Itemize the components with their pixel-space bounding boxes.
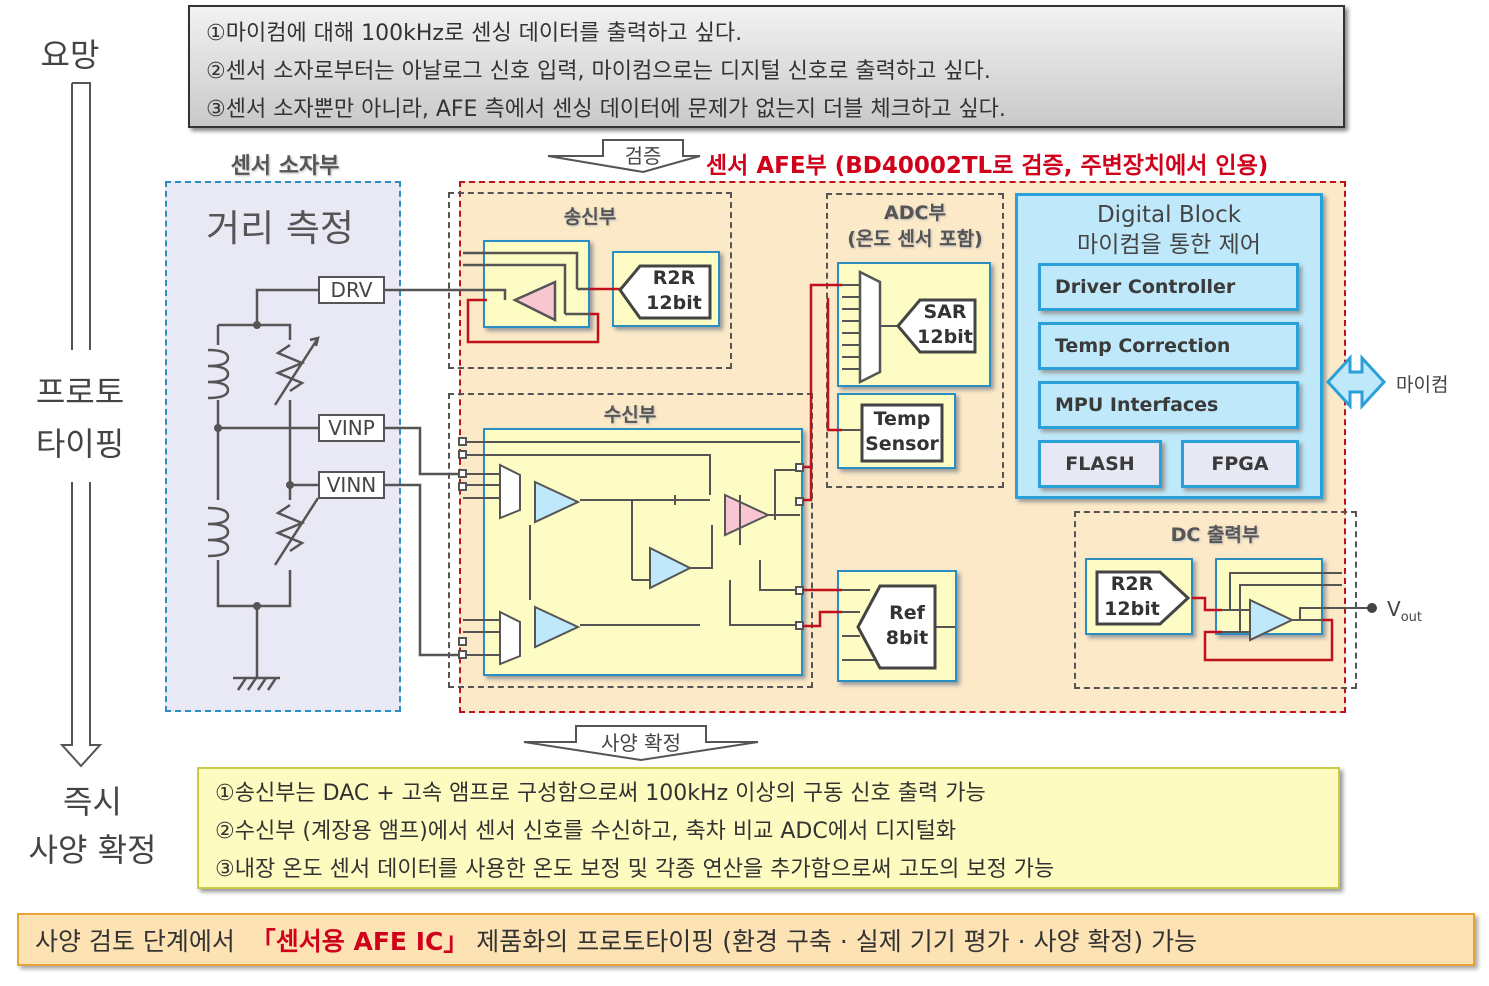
vout-sub: out bbox=[1400, 610, 1422, 625]
verify-arrow bbox=[547, 139, 701, 174]
adc-title: ADC부 (온도 센서 포함) bbox=[826, 200, 1004, 252]
temp-line-2: Sensor bbox=[865, 433, 939, 455]
driver-controller-block: Driver Controller bbox=[1038, 263, 1299, 311]
adc-title-line-2: (온도 센서 포함) bbox=[847, 228, 983, 250]
dc-dac-label: R2R 12bit bbox=[1100, 572, 1164, 622]
vinp-pin: VINP bbox=[318, 414, 385, 442]
requirement-1: ①마이컴에 대해 100kHz로 센싱 데이터를 출력하고 싶다. bbox=[206, 21, 743, 46]
vout-terminal bbox=[1367, 603, 1377, 613]
rx-section bbox=[448, 393, 813, 688]
rx-pins bbox=[458, 437, 804, 659]
dc-dac-line-2: 12bit bbox=[1104, 598, 1160, 620]
tx-dac-label: R2R 12bit bbox=[640, 266, 708, 316]
rx-title: 수신부 bbox=[603, 404, 657, 426]
fpga-block: FPGA bbox=[1181, 440, 1299, 488]
result-2: ②수신부 (계장용 앰프)에서 센서 신호를 수신하고, 축차 비교 ADC에서… bbox=[215, 819, 957, 844]
prototyping-line-1: 프로토 bbox=[35, 373, 125, 411]
sensor-box bbox=[165, 181, 401, 712]
requirement-2: ②센서 소자로부터는 아날로그 신호 입력, 마이컴으로는 디지털 신호로 출력… bbox=[206, 59, 991, 84]
dc-circuit bbox=[1095, 570, 1372, 642]
tx-circuit bbox=[463, 251, 712, 344]
dc-output-title: DC 출력부 bbox=[1170, 524, 1260, 546]
conclusion-box: 사양 검토 단계에서 「센서용 AFE IC」 제품화의 프로토타이핑 (환경 … bbox=[17, 913, 1475, 966]
spec-line-1: 즉시 bbox=[63, 783, 122, 821]
tx-title: 송신부 bbox=[563, 206, 617, 228]
prototyping-line-2: 타이핑 bbox=[35, 425, 125, 463]
request-label: 요망 bbox=[40, 36, 100, 74]
sensor-section-title: 센서 소자부 bbox=[230, 154, 340, 179]
signal-wires bbox=[803, 283, 1334, 662]
flow-arrow bbox=[59, 82, 103, 768]
digital-title-line-2: 마이컴을 통한 제어 bbox=[1077, 232, 1261, 258]
verify-label: 검증 bbox=[624, 144, 662, 168]
conclusion-highlight: 「센서용 AFE IC」 bbox=[250, 926, 469, 956]
result-1: ①송신부는 DAC + 고속 앰프로 구성함으로써 100kHz 이상의 구동 … bbox=[215, 781, 986, 806]
dc-dac-line-1: R2R bbox=[1110, 573, 1154, 595]
flash-block: FLASH bbox=[1038, 440, 1162, 488]
junction-dots bbox=[214, 321, 294, 610]
digital-block-title: Digital Block 마이컴을 통한 제어 bbox=[1015, 200, 1323, 260]
tx-section bbox=[448, 192, 732, 369]
sar-line-1: SAR bbox=[923, 301, 967, 323]
result-3: ③내장 온도 센서 데이터를 사용한 온도 보정 및 각종 연산을 추가함으로써… bbox=[215, 857, 1055, 882]
ref-line-1: Ref bbox=[889, 602, 925, 624]
results-box: ①송신부는 DAC + 고속 앰프로 구성함으로써 100kHz 이상의 구동 … bbox=[197, 767, 1340, 889]
spec-arrow bbox=[523, 725, 759, 762]
conclusion-after: 제품화의 프로토타이핑 (환경 구축 · 실제 기기 평가 · 사양 확정) 가… bbox=[468, 926, 1198, 956]
spec-line-2: 사양 확정 bbox=[28, 831, 157, 869]
spec-confirm-label: 사양 확정 bbox=[601, 731, 681, 755]
spec-label: 즉시 사양 확정 bbox=[10, 778, 175, 874]
adc-title-line-1: ADC부 bbox=[884, 202, 946, 224]
mpu-interfaces-block: MPU Interfaces bbox=[1038, 381, 1299, 429]
ref-line-2: 8bit bbox=[885, 627, 929, 649]
mcu-label: 마이컴 bbox=[1396, 374, 1449, 396]
mcu-bidirectional-arrow bbox=[1325, 354, 1387, 410]
dc-output-section bbox=[1074, 511, 1357, 689]
rx-circuit bbox=[463, 441, 800, 666]
temp-correction-block: Temp Correction bbox=[1038, 322, 1299, 370]
adc-circuit bbox=[842, 269, 977, 670]
temp-line-1: Temp bbox=[873, 408, 931, 430]
tx-dac-line-2: 12bit bbox=[646, 292, 702, 314]
drv-pin: DRV bbox=[318, 276, 385, 304]
afe-title: 센서 AFE부 (BD40002TL로 검증, 주변장치에서 인용) bbox=[706, 153, 1269, 179]
prototyping-label: 프로토 타이핑 bbox=[15, 366, 145, 470]
sar-label: SAR 12bit bbox=[915, 300, 975, 350]
vout-label: Vout bbox=[1387, 597, 1422, 625]
ref-label: Ref 8bit bbox=[878, 601, 936, 651]
conclusion-before: 사양 검토 단계에서 bbox=[35, 926, 251, 956]
requirement-3: ③센서 소자뿐만 아니라, AFE 측에서 센싱 데이터에 문제가 없는지 더블… bbox=[206, 97, 1006, 122]
requirements-box: ①마이컴에 대해 100kHz로 센싱 데이터를 출력하고 싶다. ②센서 소자… bbox=[188, 5, 1345, 128]
distance-measurement-heading: 거리 측정 bbox=[206, 207, 354, 250]
digital-title-line-1: Digital Block bbox=[1096, 202, 1242, 228]
vinn-pin: VINN bbox=[318, 471, 385, 499]
sar-line-2: 12bit bbox=[917, 326, 973, 348]
tx-dac-line-1: R2R bbox=[652, 267, 696, 289]
vout-main: V bbox=[1387, 597, 1401, 621]
